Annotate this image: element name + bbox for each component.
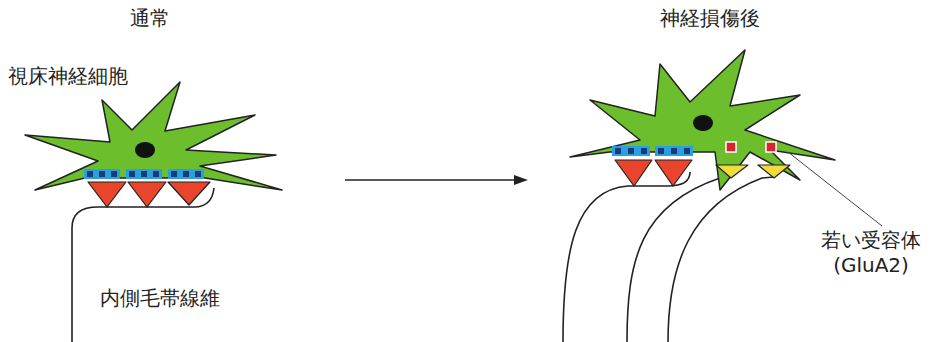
new-terminal: [716, 165, 748, 178]
thalamic-neuron: [25, 82, 282, 190]
receptor: [183, 171, 189, 177]
receptor: [171, 171, 177, 177]
lemniscal-fiber: [72, 188, 214, 342]
text-label: 視床神経細胞: [8, 64, 128, 89]
receptor: [684, 148, 690, 154]
receptor-group: [84, 169, 204, 179]
synaptic-terminal: [168, 182, 210, 205]
receptor-cluster: [126, 169, 162, 179]
receptor: [628, 148, 634, 154]
synaptic-terminal: [615, 160, 652, 186]
receptor: [153, 171, 159, 177]
sprouting-fiber: [668, 177, 774, 342]
receptor: [129, 171, 135, 177]
arrow-head: [514, 175, 528, 185]
text-label: 通常: [130, 6, 170, 31]
young-receptor: [766, 142, 776, 152]
nucleus: [693, 115, 713, 131]
receptor: [671, 148, 677, 154]
receptor: [641, 148, 647, 154]
receptor: [111, 171, 117, 177]
receptor: [99, 171, 105, 177]
receptor-cluster: [612, 146, 650, 156]
text-label: 内側毛帯線維: [100, 286, 220, 311]
receptor: [615, 148, 621, 154]
receptor: [195, 171, 201, 177]
text-label: 神経損傷後: [660, 6, 760, 31]
young-receptor: [726, 142, 736, 152]
receptor: [141, 171, 147, 177]
text-label: 若い受容体 (GluA2): [810, 228, 932, 278]
receptor-group: [612, 146, 693, 156]
receptor: [87, 171, 93, 177]
synaptic-terminal: [128, 182, 166, 207]
receptor: [658, 148, 664, 154]
lemniscal-fiber: [563, 172, 690, 342]
transition-arrow: [345, 179, 518, 181]
receptor-cluster: [655, 146, 693, 156]
receptor-cluster: [168, 169, 204, 179]
leader-line: [788, 152, 882, 226]
receptor-cluster: [84, 169, 120, 179]
new-terminal: [758, 165, 790, 178]
synaptic-terminal: [655, 160, 692, 186]
nucleus: [135, 142, 155, 158]
synaptic-terminal: [88, 182, 126, 207]
thalamic-neuron: [570, 50, 835, 190]
sprouting-fiber: [627, 177, 731, 342]
